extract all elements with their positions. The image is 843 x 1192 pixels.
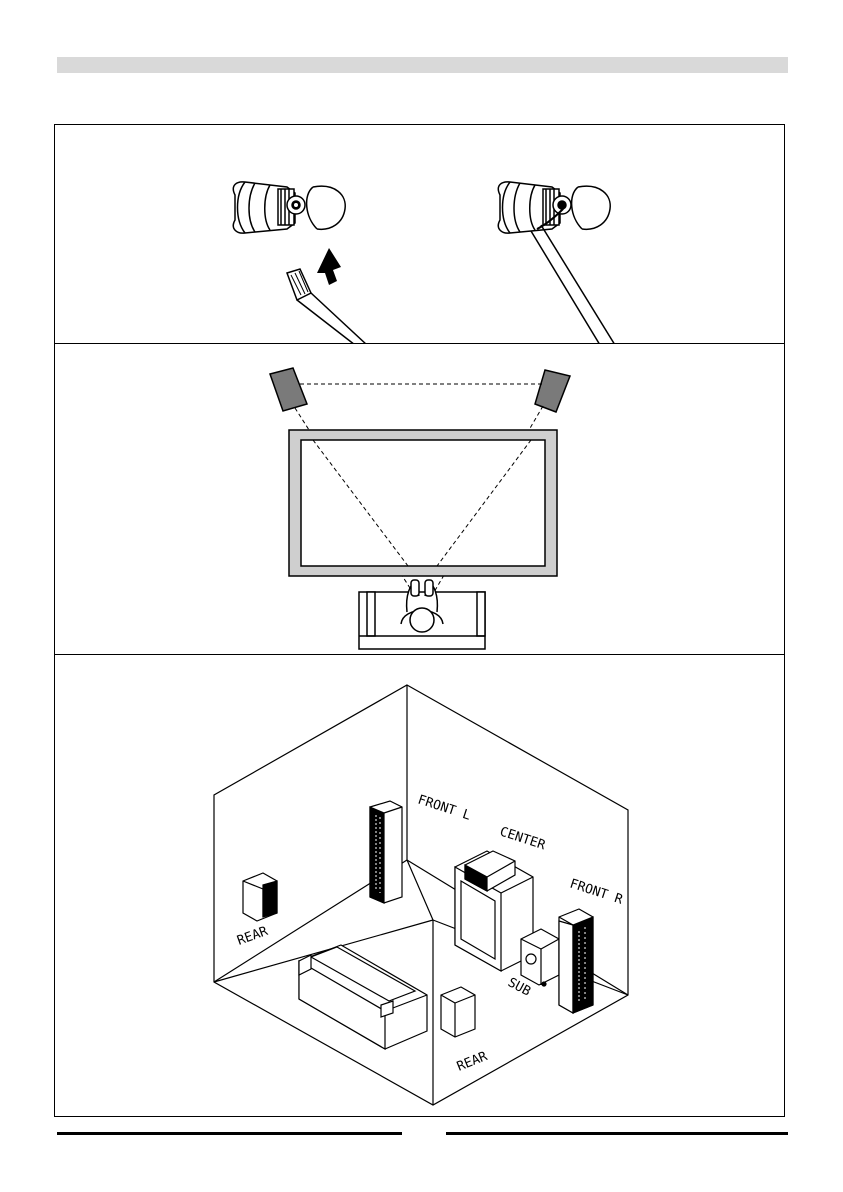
sofa [299, 945, 427, 1049]
binding-post-left [233, 182, 345, 233]
room-layout-illustration: FRONT L CENTER FRONT R REAR SUB REAR [55, 655, 786, 1118]
tv-screen [289, 430, 557, 576]
label-rear-left: REAR [235, 924, 270, 949]
label-center: CENTER [498, 825, 547, 854]
label-front-l: FRONT L [416, 793, 473, 824]
label-front-r: FRONT R [568, 877, 625, 908]
footer-rule-left [57, 1132, 402, 1135]
arrow-up-icon [317, 248, 341, 285]
speaker-front-right [559, 909, 593, 1013]
label-rear-front: REAR [455, 1049, 490, 1075]
speaker-rear-left [243, 873, 277, 921]
speaker-placement-panel [54, 343, 785, 655]
speaker-right [535, 370, 570, 412]
binding-post-right [498, 182, 610, 233]
terminal-connection-panel [54, 124, 785, 344]
speaker-front-left [370, 801, 402, 903]
wire-right [531, 225, 615, 345]
wire-left [287, 269, 367, 345]
couch-with-listener [359, 580, 485, 649]
header-bar [57, 57, 788, 73]
footer-rule-right [446, 1132, 788, 1135]
subwoofer [521, 929, 559, 986]
speaker-left [270, 368, 307, 411]
speaker-rear-front [441, 987, 475, 1037]
speaker-placement-illustration [55, 344, 786, 656]
room-layout-panel: FRONT L CENTER FRONT R REAR SUB REAR [54, 654, 785, 1117]
terminal-connection-illustration [55, 125, 786, 345]
